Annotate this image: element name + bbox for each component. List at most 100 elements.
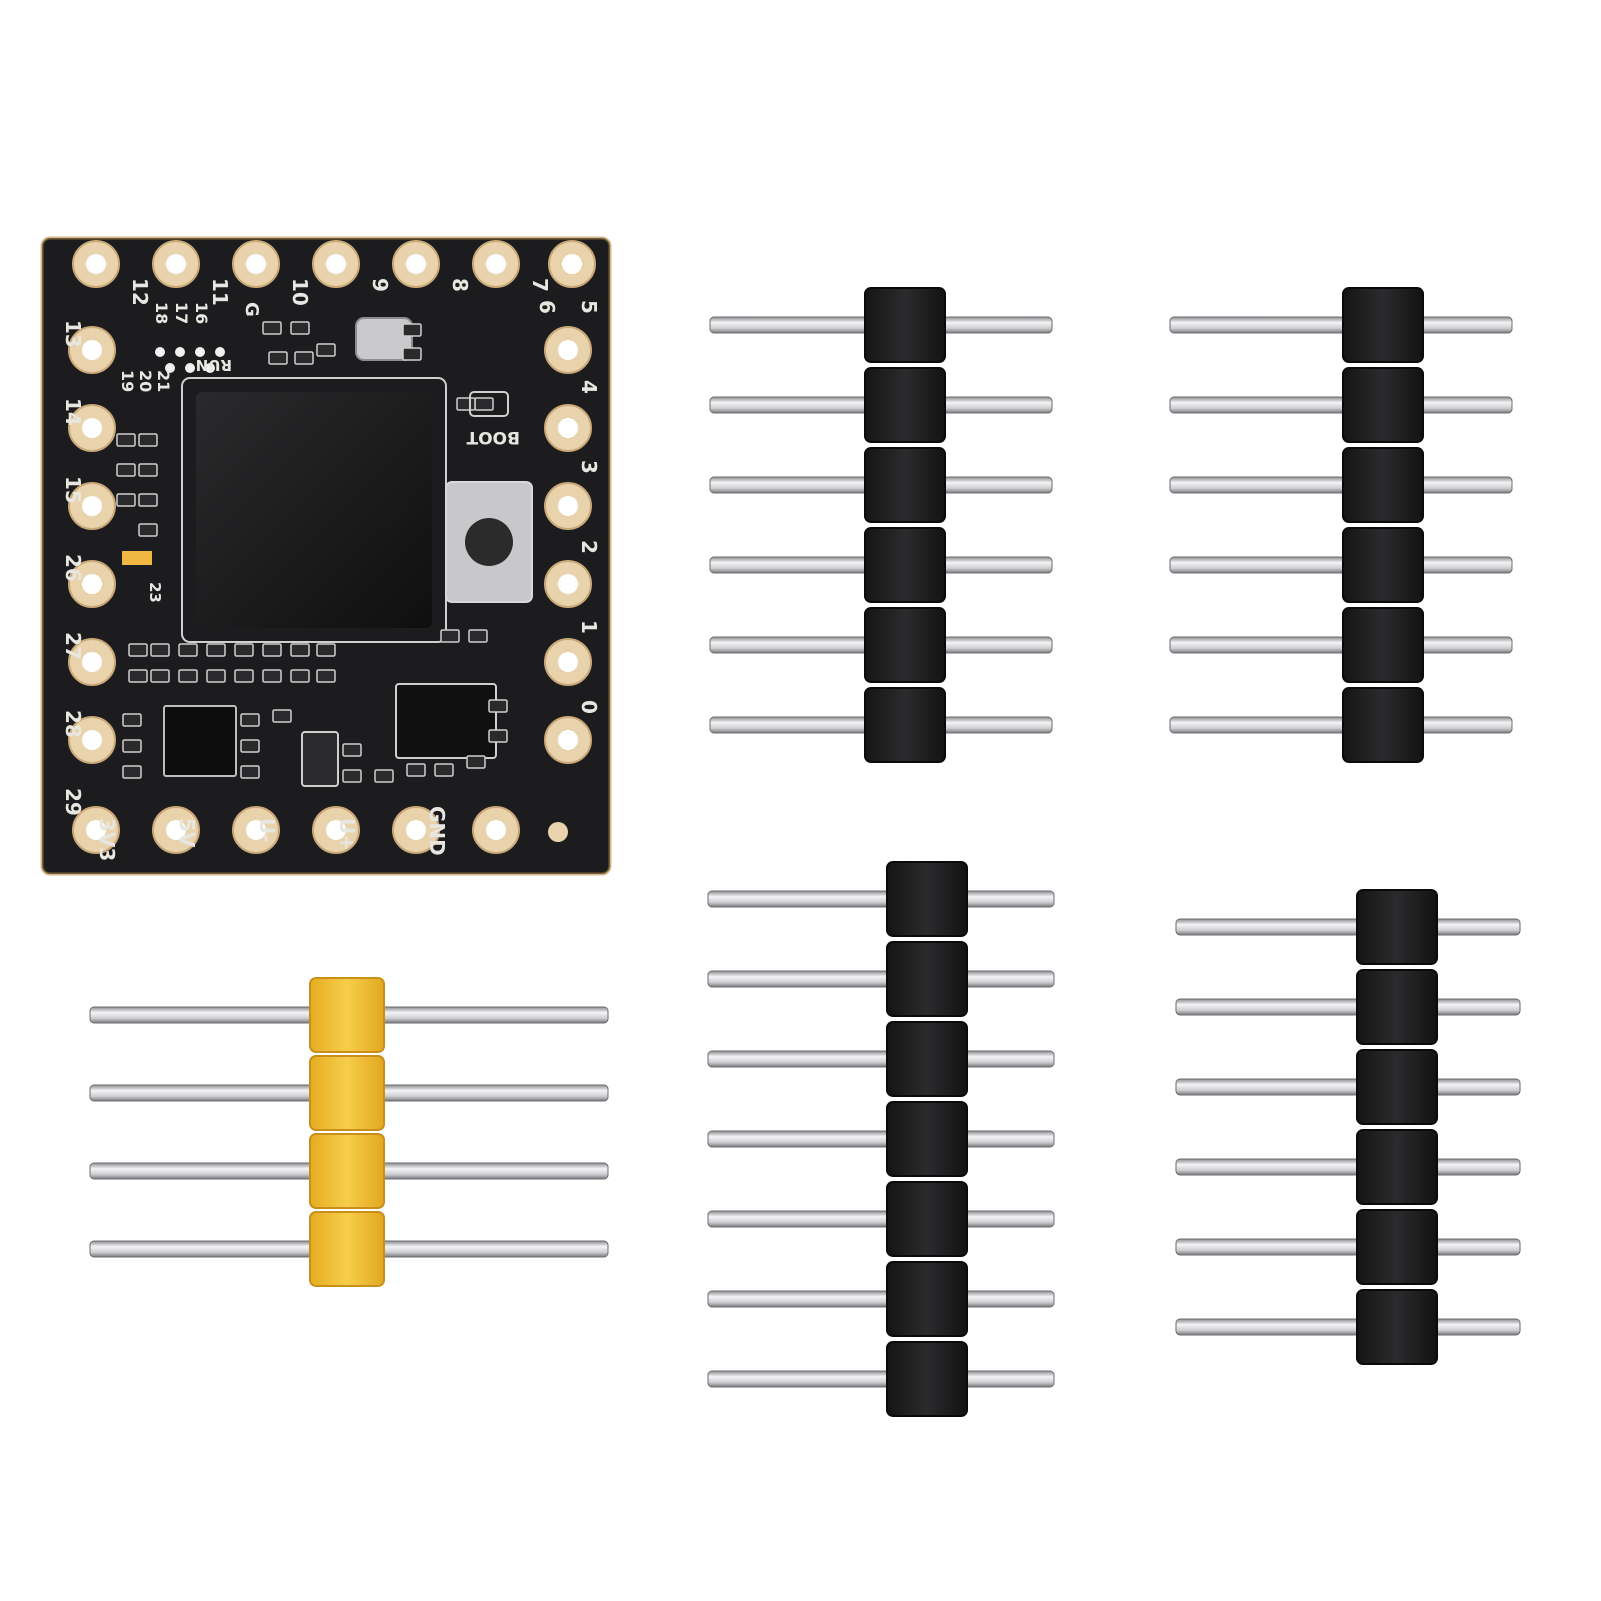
smd-part xyxy=(138,463,158,477)
smd-part xyxy=(316,643,336,657)
header-block xyxy=(309,1211,385,1287)
pin-label-3v3: 3V3 xyxy=(95,818,119,861)
pad-hole xyxy=(326,820,346,840)
header-pin xyxy=(707,1050,1055,1068)
pcb-board: 12 11 10 9 8 7 13 14 15 26 27 28 29 6 5 … xyxy=(40,236,612,876)
pin-label-8: 8 xyxy=(448,278,472,292)
smd-part xyxy=(342,743,362,757)
smd-part xyxy=(402,323,422,337)
header-pin xyxy=(1175,1078,1521,1096)
smd-part xyxy=(466,755,486,769)
header-pin xyxy=(707,970,1055,988)
run-label: RUN xyxy=(196,356,232,374)
header-block xyxy=(886,1261,968,1337)
smd-part xyxy=(342,769,362,783)
header-block xyxy=(886,861,968,937)
pad-hole xyxy=(406,820,426,840)
header-block xyxy=(1356,1049,1438,1125)
smd-part xyxy=(206,643,226,657)
pin-label-4: 4 xyxy=(577,380,601,394)
header-block xyxy=(1342,687,1424,763)
header-block xyxy=(864,527,946,603)
smd-part xyxy=(122,713,142,727)
header-block xyxy=(864,367,946,443)
pin-label-21: 21 xyxy=(154,370,173,392)
smd-part xyxy=(488,699,508,713)
header-pin xyxy=(1175,998,1521,1016)
pin-label-19: 19 xyxy=(118,370,137,392)
boot-button[interactable] xyxy=(465,518,513,566)
mcu-chip xyxy=(196,392,432,628)
header-block xyxy=(1342,287,1424,363)
smd-part xyxy=(374,769,394,783)
header-block xyxy=(1342,447,1424,523)
boot-pad-outline xyxy=(469,391,509,417)
regulator xyxy=(163,705,237,777)
header-block xyxy=(1356,1209,1438,1285)
pin-label-5v: 5V xyxy=(175,818,199,848)
test-point xyxy=(205,363,215,373)
header-block xyxy=(309,977,385,1053)
pin-label-10: 10 xyxy=(288,278,312,306)
smd-part xyxy=(262,321,282,335)
pad-hole xyxy=(406,254,426,274)
header-pin xyxy=(1175,1318,1521,1336)
pin-label-15: 15 xyxy=(61,476,85,504)
header-pin xyxy=(1175,918,1521,936)
test-point xyxy=(165,363,175,373)
smd-part xyxy=(138,433,158,447)
header-pin xyxy=(1169,316,1513,334)
pad-hole xyxy=(86,254,106,274)
pad-hole xyxy=(562,254,582,274)
pad-hole xyxy=(486,820,506,840)
smd-part xyxy=(234,643,254,657)
header-pin xyxy=(1175,1238,1521,1256)
silkscreen-labels: 12 11 10 9 8 7 13 14 15 26 27 28 29 6 5 … xyxy=(61,278,601,861)
smd-part xyxy=(474,397,494,411)
smd-part xyxy=(290,643,310,657)
smd-part xyxy=(294,351,314,365)
pin-label-9: 9 xyxy=(368,278,392,292)
header-pin xyxy=(707,1370,1055,1388)
yellow-header-bottom-left xyxy=(89,977,609,1287)
pad-hole xyxy=(558,496,578,516)
pad-hole xyxy=(558,574,578,594)
gnd-label-g: G xyxy=(241,302,262,317)
header-block xyxy=(309,1133,385,1209)
smd-part xyxy=(122,765,142,779)
header-block xyxy=(886,941,968,1017)
test-point xyxy=(215,347,225,357)
smd-part xyxy=(272,709,292,723)
header-block xyxy=(886,1101,968,1177)
pin-label-2: 2 xyxy=(577,540,601,554)
pin-label-26: 26 xyxy=(61,554,85,582)
smd-part xyxy=(316,343,336,357)
pad-hole xyxy=(82,340,102,360)
smd-components xyxy=(116,321,509,783)
pad-hole xyxy=(558,652,578,672)
header-block xyxy=(1342,607,1424,683)
pad-hole xyxy=(166,820,186,840)
pin-label-0: 0 xyxy=(577,700,601,714)
smd-part xyxy=(406,763,426,777)
pad-hole xyxy=(558,340,578,360)
header-pin xyxy=(1169,636,1513,654)
smd-part xyxy=(206,669,226,683)
pad-hole xyxy=(82,574,102,594)
smd-part xyxy=(150,643,170,657)
pad-hole xyxy=(86,820,106,840)
test-point xyxy=(185,363,195,373)
pad-hole xyxy=(82,730,102,750)
pad-hole xyxy=(558,730,578,750)
smd-part xyxy=(138,493,158,507)
pad-hole xyxy=(166,254,186,274)
via-pad xyxy=(548,822,568,842)
smd-part xyxy=(456,397,476,411)
smd-part xyxy=(240,765,260,779)
header-block xyxy=(886,1341,968,1417)
test-point xyxy=(175,347,185,357)
smd-part xyxy=(240,713,260,727)
pin-label-28: 28 xyxy=(61,710,85,738)
castellated-pads xyxy=(68,240,596,854)
